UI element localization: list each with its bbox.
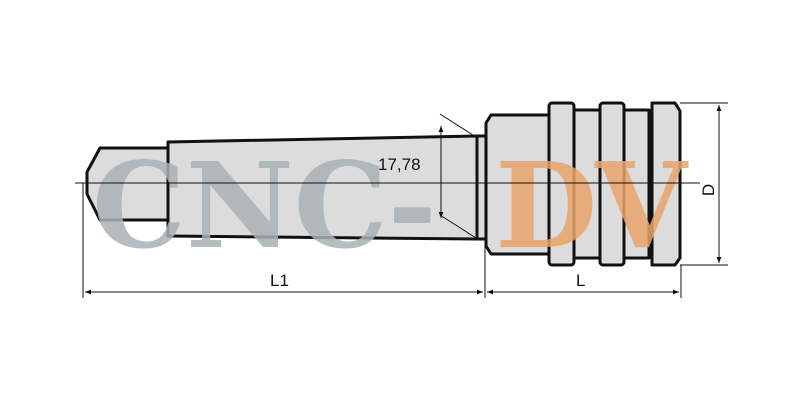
- ring-3: [650, 101, 682, 267]
- label-L1: L1: [270, 271, 289, 290]
- ring-1: [547, 101, 576, 267]
- watermark-cnc: CNC-: [92, 136, 437, 275]
- diameter-label: 17,78: [378, 155, 421, 174]
- label-L: L: [576, 271, 585, 290]
- leader-bottom: [439, 214, 477, 239]
- watermark-dv: DV: [495, 136, 689, 275]
- watermark: CNC- DV: [92, 136, 689, 275]
- ring-2: [598, 101, 626, 267]
- label-D: D: [699, 184, 718, 196]
- leader-top: [439, 113, 477, 138]
